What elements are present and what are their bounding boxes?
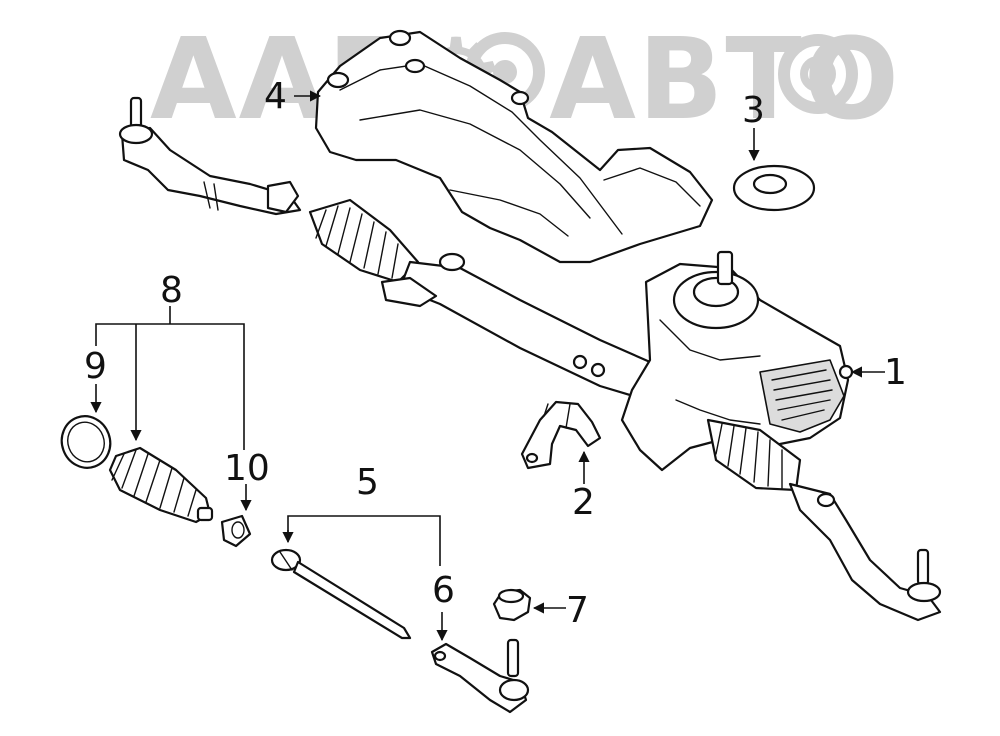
leader-lines bbox=[90, 90, 885, 642]
callout-7: 7 bbox=[566, 590, 589, 631]
callout-5: 5 bbox=[356, 462, 379, 503]
part-9-ring bbox=[60, 415, 112, 469]
callout-10: 10 bbox=[224, 448, 270, 489]
part-8-boot bbox=[108, 446, 214, 524]
part-7-nut bbox=[492, 588, 532, 622]
part-6-outer-tie-rod-end bbox=[430, 638, 530, 714]
callout-1: 1 bbox=[884, 352, 907, 393]
callout-9: 9 bbox=[84, 346, 107, 387]
callout-labels: 1 2 3 4 5 6 7 8 9 10 bbox=[84, 76, 907, 631]
part-5-inner-tie-rod bbox=[270, 548, 412, 640]
callout-8: 8 bbox=[160, 270, 183, 311]
callout-4: 4 bbox=[264, 76, 287, 117]
leader-8 bbox=[95, 323, 245, 450]
part-10-clip bbox=[220, 514, 252, 548]
part-2-bracket bbox=[520, 400, 602, 470]
callout-6: 6 bbox=[432, 570, 455, 611]
callout-3: 3 bbox=[742, 90, 765, 131]
watermark-circle-icon bbox=[778, 34, 858, 114]
part-1-steering-rack bbox=[118, 96, 942, 622]
part-4-heat-shield bbox=[314, 29, 714, 264]
callout-2: 2 bbox=[572, 482, 595, 523]
part-3-washer bbox=[732, 164, 816, 212]
leader-5 bbox=[287, 515, 441, 566]
